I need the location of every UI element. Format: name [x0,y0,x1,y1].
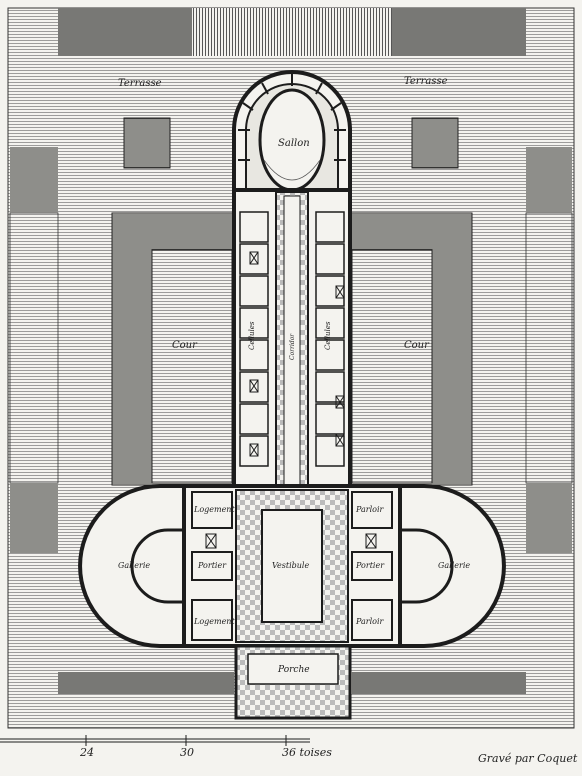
portier-left-label: Portier [197,561,227,570]
bottom-band-left [58,672,234,694]
terrasse-block-left [123,117,171,169]
top-band-left [58,8,192,56]
parloir-top-label: Parloir [355,505,385,514]
terrasse-block-right [411,117,459,169]
stair-marks [205,533,377,549]
cell-window-marks [249,251,345,457]
cells-left [239,211,269,467]
cellules-right-label: Cellules [324,321,332,350]
porche-room [247,653,339,685]
porche-label: Porche [277,665,310,675]
right-strip-top [526,147,572,213]
cour-right-label: Cour [404,340,430,351]
right-strip [525,212,573,484]
cour-left [151,249,233,484]
logement-top-label: Logement [193,505,235,514]
engraver-credit: Gravé par Coquet [478,752,578,765]
hemicycle-left-inner [130,528,184,604]
bottom-band-right [350,672,526,694]
scale-label-24: 24 [79,746,94,759]
cellules-left-label: Cellules [248,321,256,350]
top-band-right [392,8,526,56]
parloir-bottom-label: Parloir [355,617,385,626]
cour-left-label: Cour [172,340,198,351]
apse-radial-columns [238,74,346,161]
vestibule-label: Vestibule [272,561,309,570]
hemicycle-right-inner [400,528,454,604]
gallerie-right-label: Gallerie [438,561,470,570]
portier-right-label: Portier [355,561,385,570]
left-strip [9,212,59,484]
scale-bar [0,735,310,746]
sallon-inner-arches [263,159,321,181]
logement-bottom-label: Logement [193,617,235,626]
terrasse-left-label: Terrasse [118,78,162,89]
top-band-mid [192,8,392,56]
scale-label-30: 30 [180,746,194,759]
right-strip-bottom [526,483,572,553]
cour-right [351,249,433,484]
left-strip-top [10,147,58,213]
scale-label-36: 36 toises [282,746,332,759]
gallerie-left-label: Gallerie [118,561,150,570]
vestibule-room [261,509,323,623]
left-strip-bottom [10,483,58,553]
sallon-label: Sallon [278,138,310,149]
terrasse-right-label: Terrasse [404,76,448,87]
side-rooms [191,491,393,641]
corridor-label: Corridor [289,333,296,360]
cells-right [315,211,345,467]
